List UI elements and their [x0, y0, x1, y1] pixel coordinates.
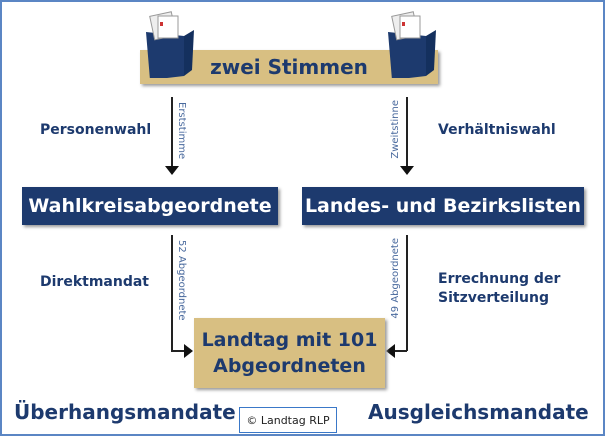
- listen-box: Landes- und Bezirkslisten: [302, 187, 584, 225]
- errechnung-label: Errechnung der: [438, 271, 561, 287]
- ueberhangsmandate-label: Überhangsmandate: [14, 400, 236, 424]
- ballot-box-icon: [388, 11, 436, 78]
- 52-abgeordnete-label: 52 Abgeordnete: [176, 240, 187, 321]
- wahlkreis-box: Wahlkreisabgeordnete: [22, 187, 278, 225]
- erststimme-label: Erststimme: [176, 102, 187, 160]
- arrow-liste-h: [394, 350, 407, 352]
- arrow-zweitstimme: [406, 97, 408, 167]
- landtag-line-1: Landtag mit 101: [201, 329, 378, 351]
- direktmandat-label: Direktmandat: [40, 274, 149, 290]
- 49-abgeordnete-label: 49 Abgeordnete: [390, 238, 401, 319]
- two-votes-title: zwei Stimmen: [210, 55, 368, 79]
- ballot-box-icon: [146, 11, 194, 78]
- arrow-head-icon: [400, 166, 414, 175]
- landtag-box: Landtag mit 101 Abgeordneten: [194, 318, 385, 388]
- arrow-head-icon: [184, 344, 193, 358]
- arrow-direkt-h: [171, 350, 185, 352]
- zweitstimme-label: Zweitstinne: [390, 100, 401, 159]
- sitzverteilung-label: Sitzverteilung: [438, 290, 549, 306]
- arrow-head-icon: [165, 166, 179, 175]
- copyright-label: © Landtag RLP: [246, 413, 330, 427]
- arrow-head-icon: [386, 344, 395, 358]
- verhaeltniswahl-label: Verhältniswahl: [438, 122, 556, 138]
- arrow-direkt: [171, 235, 173, 351]
- arrow-liste: [406, 235, 408, 351]
- ausgleichsmandate-label: Ausgleichsmandate: [368, 400, 589, 424]
- arrow-erststimme: [171, 97, 173, 167]
- wahlkreis-label: Wahlkreisabgeordnete: [28, 195, 272, 217]
- listen-label: Landes- und Bezirkslisten: [304, 195, 582, 217]
- personenwahl-label: Personenwahl: [40, 122, 152, 138]
- copyright-box: © Landtag RLP: [239, 407, 337, 433]
- landtag-line-2: Abgeordneten: [213, 355, 366, 377]
